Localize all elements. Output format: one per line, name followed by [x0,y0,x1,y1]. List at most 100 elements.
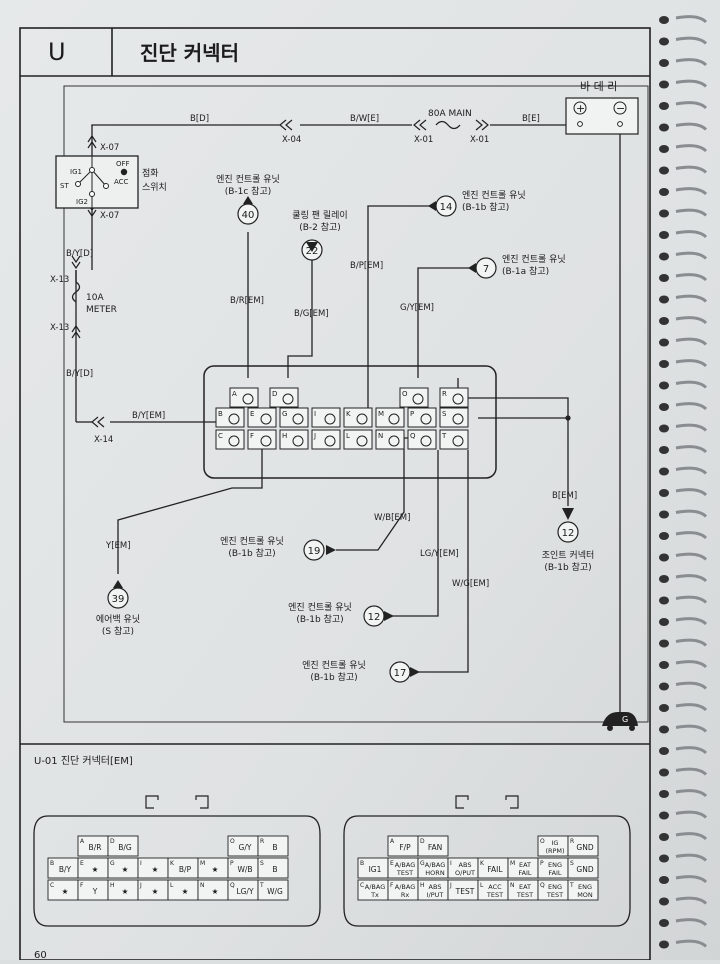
spiral-ring [675,896,708,905]
connector-face-outline [343,815,631,927]
reference-label-2: (B-1a 참고) [502,266,549,277]
reference-label-1: 엔진 컨트롤 유닛 [220,536,284,547]
connector-view-left: AB/RDB/GOG/YRBBB/YE★G★I★KB/PM★PW/BSBC★FY… [33,795,321,927]
spiral-ring [675,101,708,110]
spiral-ring [675,552,708,561]
connector-cell-pin: S [260,860,264,867]
connector-cell-label: GND [576,865,593,874]
connector-cell-pin: P [230,860,234,867]
binding-hole [659,317,669,325]
dlc-pin-socket [412,393,424,405]
binding-hole [659,876,669,884]
spiral-binding [659,15,708,949]
dlc-pin-socket [242,393,254,405]
connector-cell-pin: A [80,838,85,845]
label-gyem: G/Y[EM] [400,303,434,313]
connector-cell-pin: E [80,860,84,867]
reference-arrow-icon [468,263,476,273]
reference-label-1: 엔진 컨트롤 유닛 [502,254,566,265]
reference-number: 7 [483,264,489,275]
connector-cell-label: A/BAG [395,861,415,869]
binding-hole [659,381,669,390]
reference-number: 40 [242,210,255,221]
connector-cell-label: A/BAG [395,883,415,891]
dlc-pin-socket [228,413,240,425]
connector-cell-pin: Q [230,882,235,889]
connector-cell-pin: B [50,860,54,867]
spiral-ring [675,531,708,540]
spiral-ring [675,574,708,583]
connector-cell [257,879,289,901]
connector-cell-pin: D [110,838,115,845]
dlc-pin-socket [452,435,464,447]
binding-hole [659,768,669,777]
reference-number: 12 [368,612,381,623]
wire-bgem [287,258,313,378]
connector-cell-label: G/Y [239,843,252,852]
main-fuse-label: 80A MAIN [428,109,472,119]
connector-cell-label: ★ [152,865,159,874]
connector-cell-label: F/P [399,843,411,852]
connector-cell-pin: J [139,882,142,889]
binding-hole [659,747,669,755]
connector-cell-pin: T [259,882,264,889]
connector-cell-pin: H [420,882,425,889]
connector-cell [567,835,599,857]
spiral-ring [675,703,708,712]
label-x13-bot: X-13 [50,323,69,333]
reference-label-2: (B-1b 참고) [228,548,275,559]
label-lgyem: LG/Y[EM] [420,549,459,559]
connector-cell-pin: J [449,882,452,889]
reference-2: 22쿨링 팬 릴레이(B-2 참고) [292,209,348,261]
connector-cell-pin: H [110,882,115,889]
connector-cell-pin: C [50,882,54,889]
connector-cell-pin: M [200,860,205,867]
connector-cell-pin: K [480,860,485,867]
spiral-ring [675,251,708,260]
spiral-ring [675,337,708,346]
connector-cell-pin: C [360,882,364,889]
connector-cell-label: A/BAG [365,883,385,891]
dlc-pin-letter: T [441,432,447,440]
label-x04: X-04 [282,135,301,145]
label-bgem: B/G[EM] [294,309,329,319]
dlc-pin-letter: J [313,432,316,440]
dlc-pin [407,429,437,450]
connector-cell [567,879,599,901]
spiral-ring [675,810,708,819]
connector-cell-label: Y [92,887,98,896]
ground-symbol [602,712,638,726]
connector-cell-label: FAIL [518,869,532,877]
binding-hole [659,37,669,46]
dlc-pin [247,407,277,428]
binding-hole [659,403,669,411]
splice-point [565,415,571,421]
dlc-pin-socket [324,413,336,425]
binding-hole [659,510,669,519]
reference-label-2: (B-2 참고) [299,222,341,233]
connector-cell-label: TEST [396,869,413,877]
connector-cell-label: B/P [179,865,192,874]
connector-cell-label: W/B [237,865,252,874]
label-wbem: W/B[EM] [374,513,410,523]
connector-cell-label: TEST [516,891,533,899]
connector-key [145,795,159,809]
connector-cell-label: ENG [578,883,592,891]
binding-hole [659,102,669,110]
spiral-ring [675,509,708,518]
reference-label-2: (S 참고) [102,626,134,637]
binding-hole [659,274,669,282]
connector-face-outline [33,815,321,927]
connector-cell-pin: A [390,838,395,845]
dlc-pin [343,429,373,450]
ignition-switch [55,155,139,209]
reference-arrow-icon [113,580,123,588]
connector-cell [567,857,599,879]
dlc-pin [229,387,259,408]
page-title: 진단 커넥터 [140,41,239,65]
